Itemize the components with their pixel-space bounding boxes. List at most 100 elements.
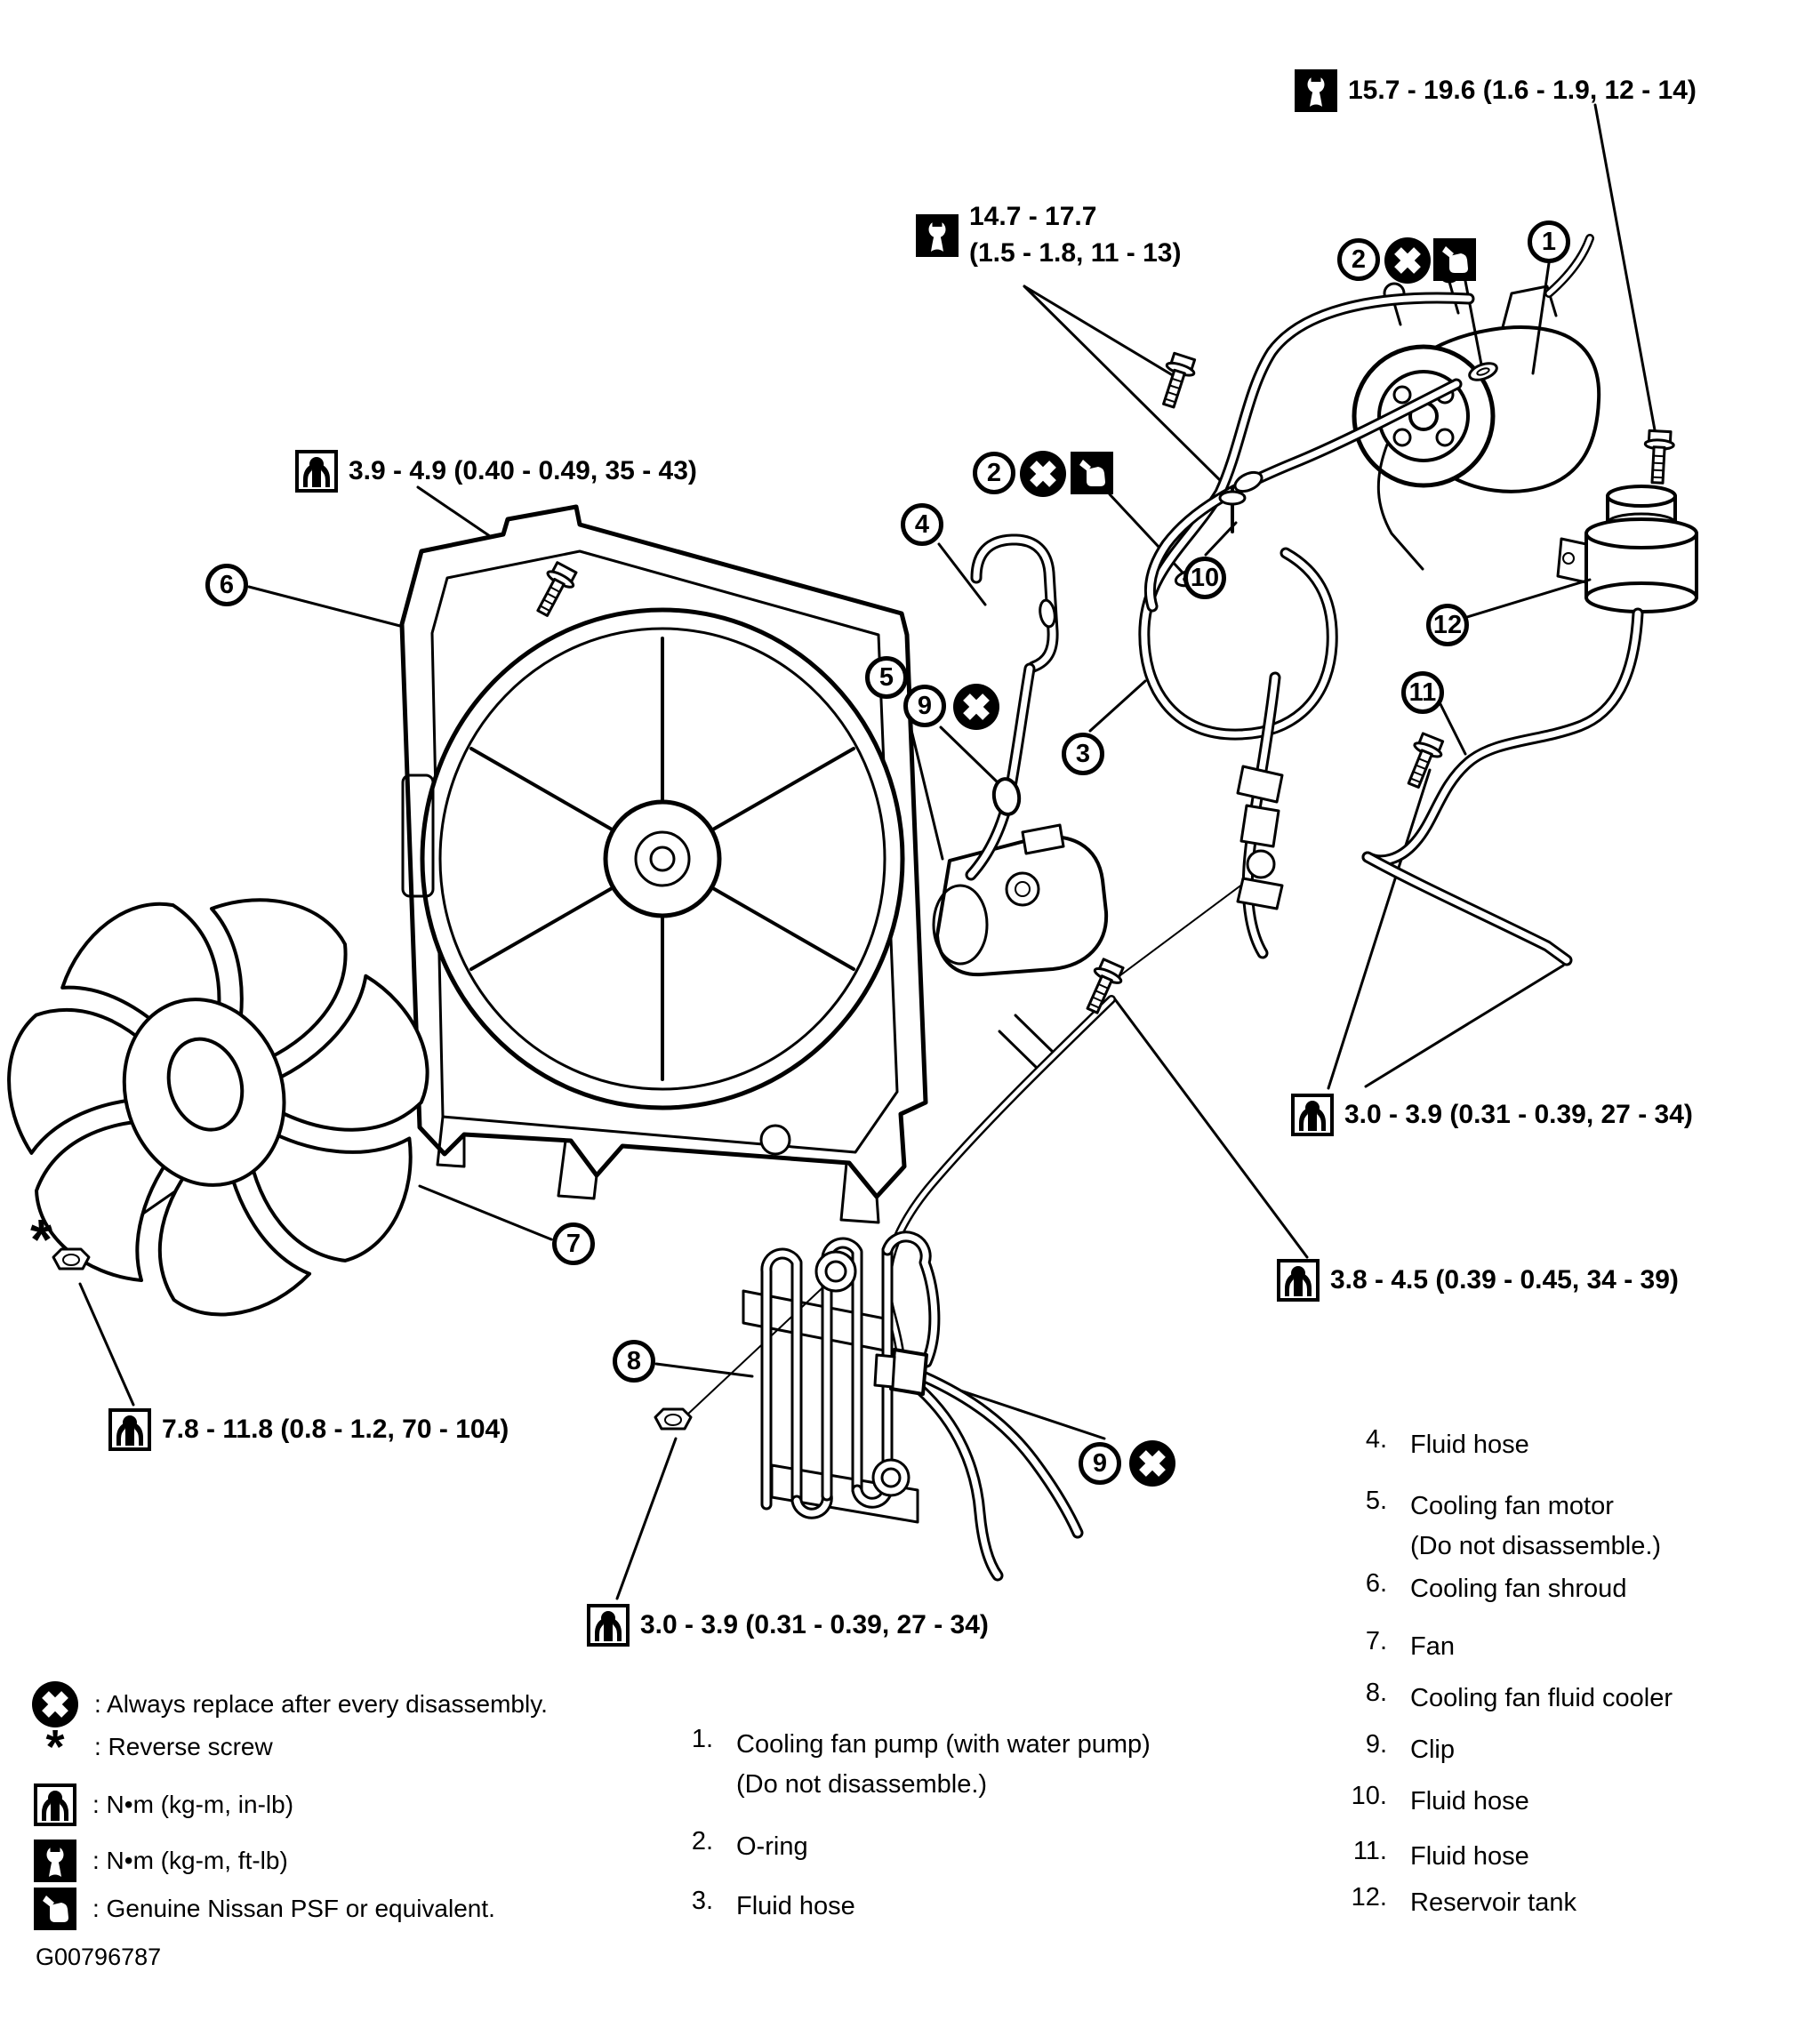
parts-item-6: 6.Cooling fan shroud	[1332, 1569, 1627, 1609]
callout-7: 7	[552, 1222, 595, 1265]
legend-text: : Reverse screw	[94, 1733, 273, 1760]
callout-6: 6	[205, 564, 248, 606]
part-name: Clip	[1410, 1735, 1455, 1764]
socket-inlb-icon	[295, 450, 338, 493]
legend-text: : N•m (kg-m, ft-lb)	[92, 1847, 288, 1874]
psf-icon	[1433, 238, 1476, 281]
callout-2-top: 2	[1337, 238, 1380, 281]
part-name: Cooling fan shroud	[1410, 1575, 1627, 1603]
replace-x-icon	[1129, 1440, 1175, 1487]
parts-item-2: 2. O-ring	[658, 1827, 808, 1867]
part-name: Cooling fan pump (with water pump)	[736, 1730, 1151, 1759]
callout-10: 10	[1183, 557, 1226, 599]
reverse-screw-asterisk: *	[30, 1207, 52, 1271]
replace-x-icon	[1020, 451, 1066, 497]
wrench-ftlb-icon	[1295, 69, 1337, 112]
callout-12: 12	[1426, 604, 1469, 646]
torque-spec-pump-bolts: 14.7 - 17.7 (1.5 - 1.8, 11 - 13)	[916, 199, 1181, 271]
callout-4: 4	[901, 503, 943, 546]
callout-8: 8	[613, 1340, 655, 1383]
part-name: Reservoir tank	[1410, 1888, 1576, 1917]
replace-x-icon	[953, 684, 999, 730]
callout-1: 1	[1528, 220, 1570, 263]
parts-item-8: 8. Cooling fan fluid cooler	[1332, 1679, 1673, 1719]
parts-item-12: 12.Reservoir tank	[1332, 1883, 1576, 1923]
torque-value-line2: (1.5 - 1.8, 11 - 13)	[969, 237, 1182, 268]
socket-inlb-icon	[1277, 1259, 1320, 1302]
callout-2-mid: 2	[973, 452, 1015, 494]
socket-inlb-icon	[108, 1408, 151, 1451]
callout-5: 5	[865, 656, 908, 699]
clips	[873, 777, 1022, 1396]
torque-value-line1: 14.7 - 17.7	[969, 202, 1097, 231]
legend-row-psf: : Genuine Nissan PSF or equivalent.	[34, 1888, 495, 1930]
part-number: 2.	[691, 1827, 713, 1856]
legend-row-inlb: : N•m (kg-m, in-lb)	[34, 1783, 293, 1826]
callout-9-bottom: 9	[1079, 1442, 1121, 1485]
parts-item-4: 4. Fluid hose	[1332, 1425, 1529, 1465]
parts-item-1: 1. Cooling fan pump (with water pump) (Do …	[658, 1725, 1151, 1805]
part-note: (Do not disassemble.)	[1410, 1531, 1662, 1560]
parts-item-7: 7. Fan	[1332, 1627, 1455, 1667]
legend-row-reverse-screw: * : Reverse screw	[32, 1720, 273, 1774]
part-name: Fluid hose	[1410, 1787, 1529, 1816]
torque-spec-shroud-bolts: 3.9 - 4.9 (0.40 - 0.49, 35 - 43)	[295, 450, 697, 493]
cooling-fan-fluid-cooler	[742, 1230, 1084, 1582]
fluid-hoses	[965, 292, 1644, 966]
callout-3: 3	[1062, 733, 1104, 775]
part-number: 1.	[691, 1725, 713, 1753]
replace-x-icon	[1384, 237, 1431, 284]
part-number: 10.	[1351, 1782, 1387, 1810]
part-name: O-ring	[736, 1832, 808, 1861]
torque-value: 15.7 - 19.6 (1.6 - 1.9, 12 - 14)	[1348, 76, 1697, 105]
replace-x-icon	[32, 1681, 78, 1727]
part-name: Cooling fan fluid cooler	[1410, 1684, 1673, 1712]
socket-inlb-icon	[34, 1783, 76, 1826]
torque-spec-pipe-bolt: 3.8 - 4.5 (0.39 - 0.45, 34 - 39)	[1277, 1259, 1679, 1302]
torque-value: 3.8 - 4.5 (0.39 - 0.45, 34 - 39)	[1330, 1265, 1679, 1295]
wrench-ftlb-icon	[34, 1840, 76, 1882]
part-number: 9.	[1365, 1730, 1387, 1759]
hose-linkage	[1236, 765, 1284, 910]
torque-spec-cooler-nut: 3.0 - 3.9 (0.31 - 0.39, 27 - 34)	[587, 1604, 989, 1647]
torque-value: 3.0 - 3.9 (0.31 - 0.39, 27 - 34)	[1344, 1100, 1693, 1129]
socket-inlb-icon	[587, 1604, 630, 1647]
fan	[7, 898, 429, 1317]
socket-inlb-icon	[1291, 1094, 1334, 1136]
parts-item-9: 9. Clip	[1332, 1730, 1455, 1770]
torque-spec-reservoir: 15.7 - 19.6 (1.6 - 1.9, 12 - 14)	[1295, 69, 1697, 112]
part-note: (Do not disassemble.)	[736, 1769, 988, 1799]
legend-text: : Genuine Nissan PSF or equivalent.	[92, 1895, 495, 1922]
asterisk-icon: *	[45, 1720, 65, 1774]
parts-item-11: 11. Fluid hose	[1332, 1837, 1529, 1877]
part-name: Fluid hose	[1410, 1842, 1529, 1871]
part-number: 4.	[1365, 1425, 1387, 1454]
torque-value: 3.9 - 4.9 (0.40 - 0.49, 35 - 43)	[349, 456, 697, 485]
wrench-ftlb-icon	[916, 213, 959, 257]
parts-item-10: 10. Fluid hose	[1332, 1782, 1529, 1822]
part-number: 7.	[1365, 1627, 1387, 1655]
part-name: Fluid hose	[1410, 1431, 1529, 1459]
legend-text: : N•m (kg-m, in-lb)	[92, 1791, 294, 1818]
torque-value: 7.8 - 11.8 (0.8 - 1.2, 70 - 104)	[162, 1415, 509, 1444]
parts-item-5: 5.Cooling fan motor(Do not disassemble.)	[1332, 1487, 1661, 1567]
psf-icon	[1071, 452, 1113, 494]
callout-11: 11	[1401, 671, 1444, 714]
part-number: 3.	[691, 1887, 713, 1915]
cooling-fan-pump	[1352, 234, 1601, 571]
parts-item-3: 3.Fluid hose	[658, 1887, 855, 1927]
part-name: Fan	[1410, 1632, 1455, 1661]
callout-9-mid: 9	[903, 685, 946, 727]
cooling-fan-motor	[932, 823, 1109, 977]
psf-icon	[34, 1888, 76, 1930]
part-number: 11.	[1352, 1837, 1387, 1865]
torque-value: 3.0 - 3.9 (0.31 - 0.39, 27 - 34)	[640, 1610, 989, 1639]
legend-row-ftlb: : N•m (kg-m, ft-lb)	[34, 1840, 288, 1882]
cooler-pipe	[882, 995, 1116, 1372]
torque-spec-pump-bracket: 3.0 - 3.9 (0.31 - 0.39, 27 - 34)	[1291, 1094, 1693, 1136]
fasteners	[52, 350, 1501, 1431]
part-number: 8.	[1365, 1679, 1387, 1707]
legend-text: : Always replace after every disassembly…	[94, 1690, 548, 1718]
